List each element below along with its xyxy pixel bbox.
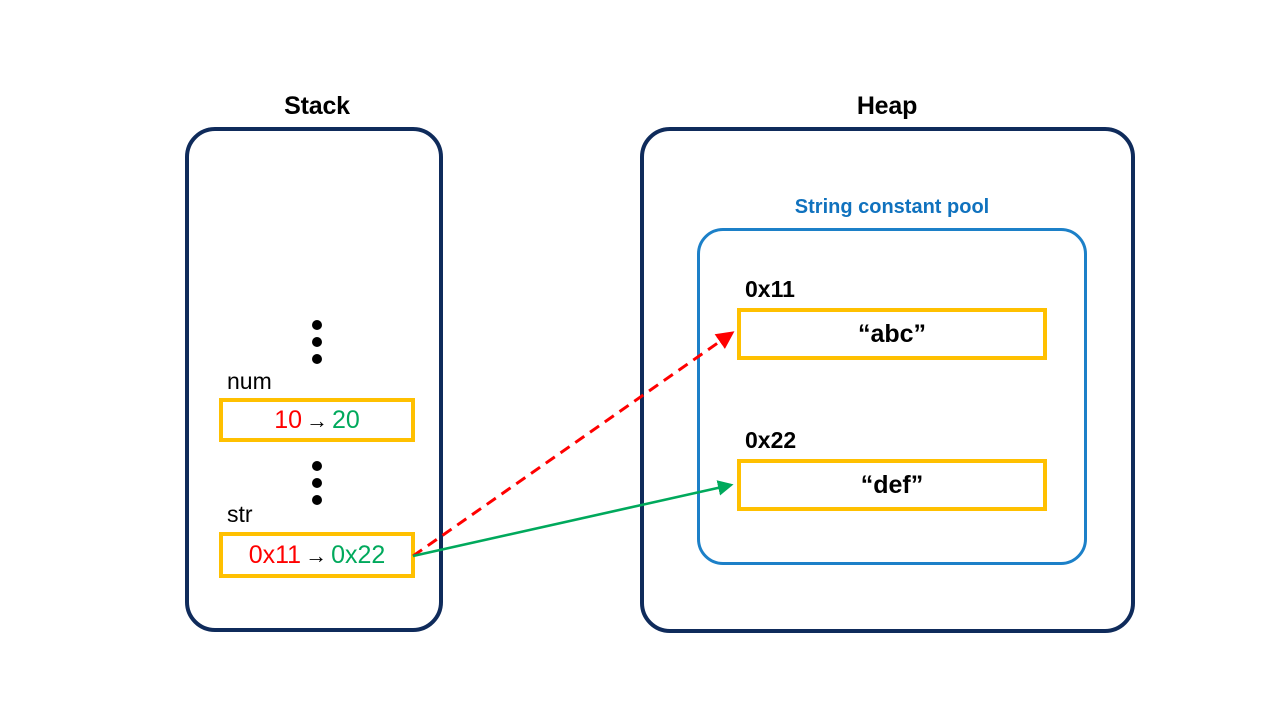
dot	[312, 320, 322, 330]
num-slot-content: 10→20	[274, 406, 360, 435]
ellipsis-dots-upper	[311, 320, 323, 364]
string-constant-pool-label: String constant pool	[794, 196, 990, 218]
heap-entry-abc[interactable]: “abc”	[737, 308, 1047, 360]
stack-title: Stack	[284, 92, 350, 120]
dot	[312, 478, 322, 488]
heap-entry-abc-value: “abc”	[857, 319, 927, 348]
heap-entry-def-value: “def”	[860, 470, 924, 499]
str-old-value: 0x11	[248, 540, 302, 569]
dot	[312, 354, 322, 364]
heap-address-label-0x11: 0x11	[745, 276, 795, 302]
heap-address-label-0x22: 0x22	[745, 427, 797, 453]
stack-slot-str[interactable]: 0x11→0x22	[219, 532, 415, 578]
variable-label-str: str	[227, 501, 253, 527]
str-slot-content: 0x11→0x22	[249, 541, 386, 570]
stack-slot-num[interactable]: 10→20	[219, 398, 415, 442]
str-arrow-glyph: →	[305, 542, 328, 568]
dot	[312, 461, 322, 471]
dot	[312, 495, 322, 505]
str-new-value: 0x22	[331, 540, 386, 569]
num-arrow-glyph: →	[306, 407, 328, 433]
dot	[312, 337, 322, 347]
ellipsis-dots-lower	[311, 461, 323, 505]
num-new-value: 20	[332, 405, 360, 434]
variable-label-num: num	[227, 368, 272, 394]
heap-title: Heap	[856, 92, 918, 120]
num-old-value: 10	[274, 405, 302, 434]
heap-entry-def[interactable]: “def”	[737, 459, 1047, 511]
